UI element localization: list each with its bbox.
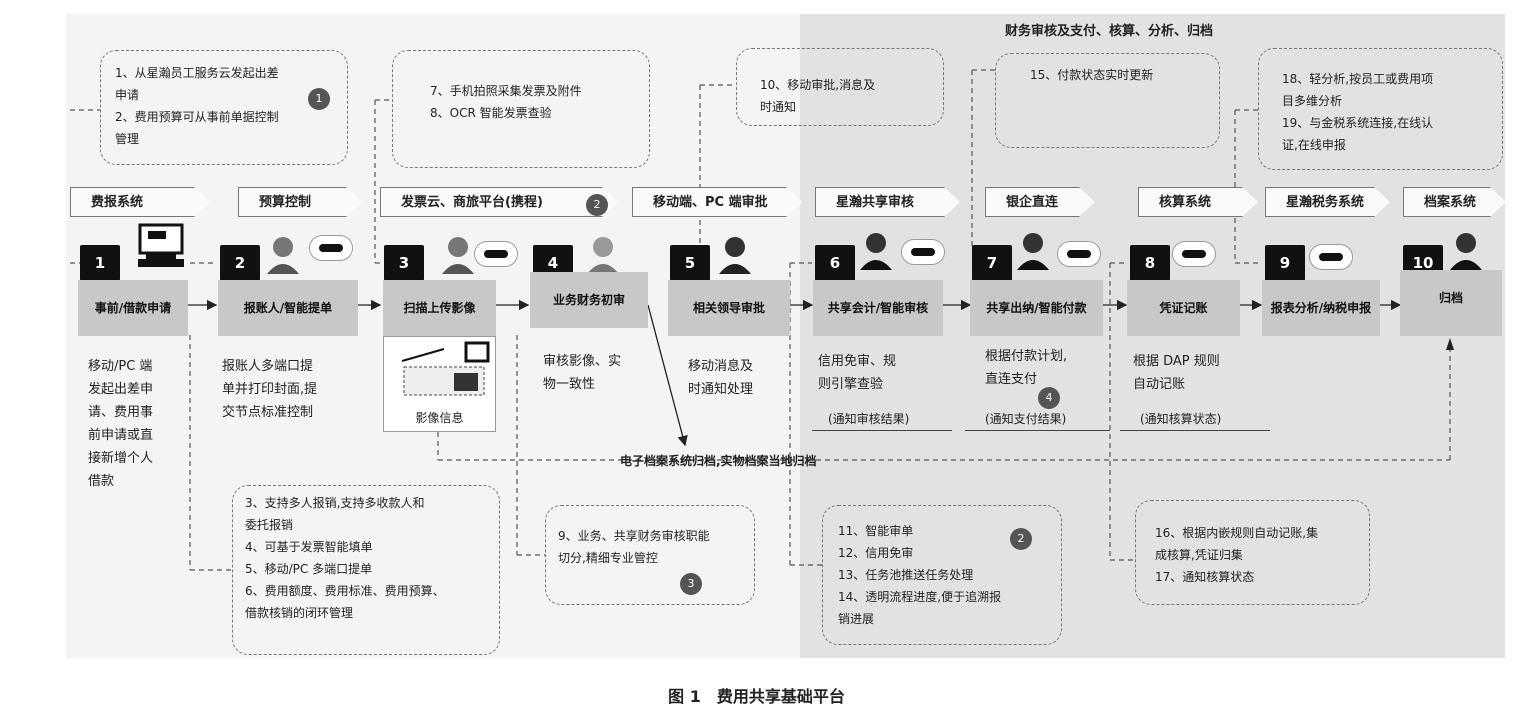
process-box-9: 报表分析/纳税申报 (1262, 280, 1380, 336)
person-phone-icon (719, 237, 751, 274)
person-icon (860, 233, 892, 270)
notify-underline (965, 430, 1110, 431)
archive-flow-label: 电子档案系统归档,实物档案当地归档 (620, 454, 817, 468)
note-box-7 (392, 50, 650, 168)
smart-bot-icon (310, 236, 352, 260)
note-10-text: 10、移动审批,消息及时通知 (760, 78, 876, 114)
person-icon (442, 237, 474, 274)
badge-circle-1: 1 (308, 88, 330, 110)
note-15-text: 15、付款状态实时更新 (1030, 68, 1154, 82)
zone-title: 财务审核及支付、核算、分析、归档 (1005, 24, 1214, 39)
description-step-6: 信用免审、规则引擎查验 (818, 354, 897, 392)
header-tax-system: 星瀚税务系统 (1265, 187, 1390, 217)
person-icon (1450, 233, 1482, 270)
description-step-1: 移动/PC 端发起出差申请、费用事前申请或直接新增个人借款 (88, 359, 154, 489)
note-box-11 (822, 505, 1062, 645)
header-shared-review: 星瀚共享审核 (815, 187, 960, 217)
step-number-2: 2 (220, 245, 260, 281)
note-box-1 (100, 50, 348, 165)
step-number-5: 5 (670, 245, 710, 281)
process-box-8: 凭证记账 (1127, 280, 1240, 336)
badge-circle-2: 2 (586, 194, 608, 216)
description-step-8: 根据 DAP 规则自动记账 (1133, 354, 1220, 392)
step-number-3: 3 (384, 245, 424, 281)
person-icon (587, 237, 619, 274)
process-box-1: 事前/借款申请 (78, 280, 188, 336)
step-number-6: 6 (815, 245, 855, 281)
image-info-label: 影像信息 (415, 411, 464, 425)
note-box-16 (1135, 500, 1370, 605)
smart-bot-icon (1173, 242, 1215, 266)
step-number-8: 8 (1130, 245, 1170, 281)
notify-underline (1120, 430, 1270, 431)
description-step-7: 根据付款计划,直连支付 (985, 349, 1068, 387)
note-box-15 (995, 53, 1220, 148)
process-box-2: 报账人/智能提单 (218, 280, 358, 336)
note-box-18 (1258, 48, 1503, 170)
header-mobile-pc-approval: 移动端、PC 端审批 (632, 187, 802, 217)
finance-zone-background (800, 14, 1505, 658)
step-number-9: 9 (1265, 245, 1305, 281)
smart-bot-icon (475, 242, 517, 266)
notify-accounting-status: (通知核算状态) (1140, 412, 1222, 426)
note-9-text: 9、业务、共享财务审核职能切分,精细专业管控 (558, 529, 710, 565)
notify-underline (812, 430, 952, 431)
badge-circle-2b: 2 (1010, 528, 1032, 550)
person-icon (267, 237, 299, 274)
figure-caption: 图 1 费用共享基础平台 (668, 687, 845, 706)
scanner-device-icon (401, 341, 490, 396)
smart-bot-icon (902, 240, 944, 264)
notify-review-result: (通知审核结果) (828, 412, 910, 426)
smart-bot-icon (1058, 242, 1100, 266)
header-accounting-system: 核算系统 (1138, 187, 1258, 217)
process-box-10: 归档 (1400, 270, 1502, 336)
header-invoice-cloud: 发票云、商旅平台(携程) (380, 187, 618, 217)
badge-circle-3: 3 (680, 573, 702, 595)
header-budget-control: 预算控制 (238, 187, 362, 217)
note-box-10 (736, 48, 944, 126)
note-box-3 (232, 485, 500, 655)
notify-payment-result: (通知支付结果) (985, 412, 1067, 426)
step-number-1: 1 (80, 245, 120, 281)
header-archive-system: 档案系统 (1403, 187, 1506, 217)
computer-terminal-icon (138, 223, 184, 267)
header-bank-direct: 银企直连 (985, 187, 1095, 217)
description-step-2: 报账人多端口提单并打印封面,提交节点标准控制 (222, 359, 318, 420)
person-icon (1017, 233, 1049, 270)
process-box-3: 扫描上传影像 (383, 280, 496, 336)
badge-circle-4: 4 (1038, 387, 1060, 409)
step-number-7: 7 (972, 245, 1012, 281)
image-info-box: 影像信息 (383, 336, 496, 432)
process-box-4: 业务财务初审 (530, 272, 648, 328)
description-step-5: 移动消息及时通知处理 (688, 359, 754, 397)
description-step-4: 审核影像、实物一致性 (543, 354, 622, 392)
process-box-6: 共享会计/智能审核 (813, 280, 943, 336)
process-box-7: 共享出纳/智能付款 (970, 280, 1103, 336)
process-box-5: 相关领导审批 (668, 280, 790, 336)
smart-bot-icon (1310, 245, 1352, 269)
note-box-9 (545, 505, 755, 605)
header-expense-system: 费报系统 (70, 187, 210, 217)
